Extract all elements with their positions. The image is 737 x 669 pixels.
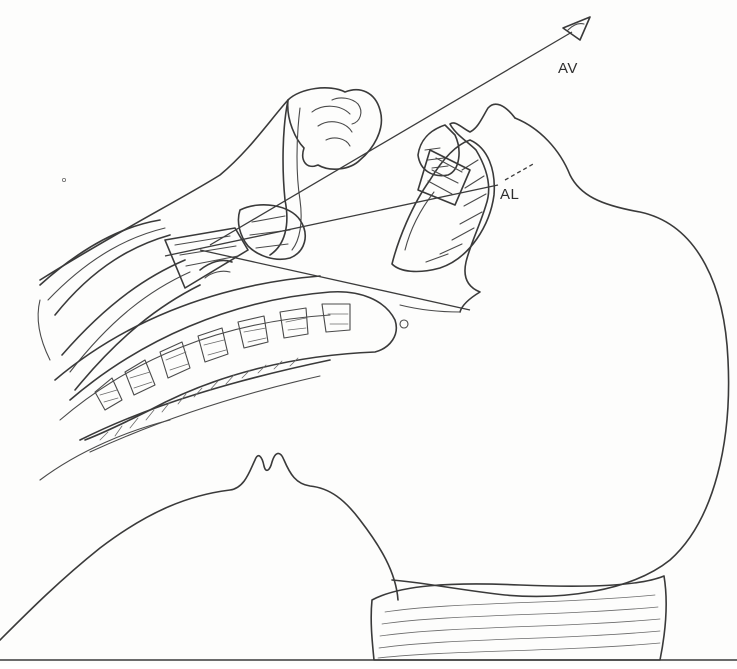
neck-lower-outline [38,300,50,360]
trachea [40,220,200,390]
axis-label-al: AL [500,186,519,203]
hyoid-marker [400,320,408,328]
eye-icon [563,17,590,40]
head-outline [392,118,729,596]
visual-axis-av [210,32,572,245]
nasal-structure [288,88,382,169]
shoulder-outline [0,453,398,640]
neck-upper-outline [40,100,288,280]
pillow [371,576,666,660]
pharyngeal-axis [200,250,470,310]
tongue-mandible [392,140,494,271]
laryngeal-axis-al [165,185,498,256]
larynx [238,205,305,259]
axis-label-av: AV [558,60,578,77]
cervical-spine [55,276,396,440]
face-profile [450,104,515,312]
lower-spine [80,358,330,452]
